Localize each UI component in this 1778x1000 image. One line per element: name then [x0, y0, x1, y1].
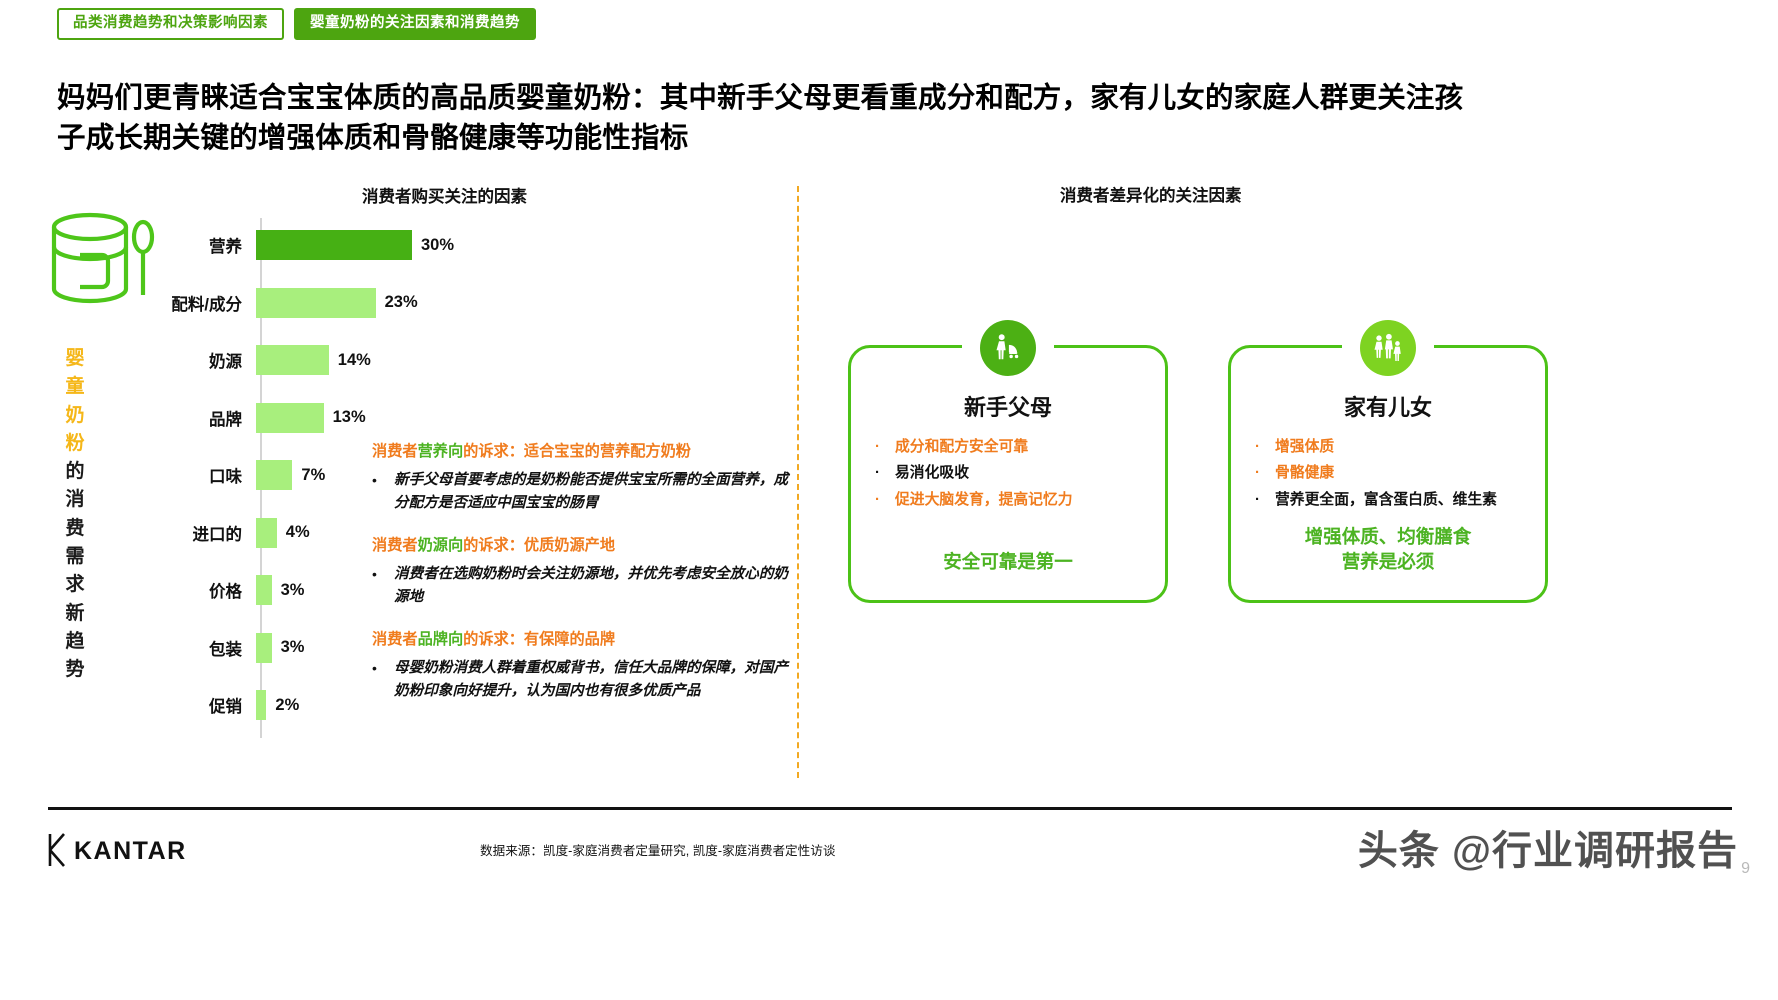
kantar-logo: KANTAR — [48, 830, 228, 870]
page-number: 9 — [1741, 860, 1750, 877]
card-bullets: · 成分和配方安全可靠 · 易消化吸收 · 促进大脑发育，提高记忆力 — [875, 436, 1147, 515]
chart-value-label: 7% — [301, 465, 326, 484]
chart-bar — [256, 632, 272, 663]
card-bullet-item: · 促进大脑发育，提高记忆力 — [875, 489, 1147, 511]
callout-block: 消费者营养向的诉求：适合宝宝的营养配方奶粉 • 新手父母首要考虑的是奶粉能否提供宝宝… — [372, 442, 790, 516]
bullet-dot-icon: • — [372, 471, 377, 488]
chart-value-label: 4% — [285, 523, 310, 541]
sidebar-vertical-label: 婴童奶粉 的消费需求新趋势 — [58, 345, 92, 685]
chart-row: 品牌 13% — [160, 402, 580, 433]
callout-body-text: 消费者在选购奶粉时会关注奶源地，并优先考虑安全放心的奶源地 — [394, 565, 789, 606]
vertical-dashed-divider — [797, 186, 799, 778]
chart-category-label: 品牌 — [209, 410, 242, 429]
tab-milk-powder-trends[interactable]: 婴童奶粉的关注因素和消费趋势 — [294, 8, 536, 40]
chart-row: 配料/成分 23% — [160, 287, 580, 318]
chart-bar — [256, 690, 267, 720]
card-footer-text: 安全可靠是第一 — [943, 550, 1073, 572]
chart-category-label: 进口的 — [192, 525, 243, 544]
chart-bar — [256, 575, 272, 605]
chart-bar — [256, 402, 324, 433]
callout-body-text: 母婴奶粉消费人群着重权威背书，信任大品牌的保障，对国产奶粉印象向好提升，认为国内… — [394, 659, 789, 700]
persona-card-new-parents: 新手父母 · 成分和配方安全可靠 · 易消化吸收 · 促进大脑发育，提高记忆力 安全可靠是… — [848, 320, 1168, 603]
card-title: 家有儿女 — [1343, 395, 1432, 420]
card-bullet-text: 营养更全面，富含蛋白质、维生素 — [1275, 491, 1497, 508]
chart-row: 进口的 4% — [160, 517, 580, 548]
chart-category-label: 口味 — [209, 468, 242, 486]
callout-body-text: 新手父母首要考虑的是奶粉能否提供宝宝所需的全面营养，成分配方是否适应中国宝宝的肠… — [394, 471, 789, 512]
bullet-dot-icon: · — [875, 465, 880, 482]
chart-value-label: 13% — [332, 408, 366, 426]
watermark-text: 头条 @行业调研报告 — [1357, 829, 1738, 873]
chart-category-label: 价格 — [209, 583, 242, 601]
top-tab-bar: 品类消费趋势和决策影响因素 婴童奶粉的关注因素和消费趋势 — [57, 8, 536, 40]
callout-block: 消费者品牌向的诉求：有保障的品牌 • 母婴奶粉消费人群着重权威背书，信任大品牌的保障… — [372, 630, 790, 704]
persona-card-family-with-children: 家有儿女 · 增强体质 · 骨骼健康 · 营养更全面，富含蛋白质、维生素 增强体质、均衡膳… — [1228, 320, 1548, 603]
card-bullet-item: · 骨骼健康 — [1255, 462, 1527, 484]
bullet-dot-icon: · — [1255, 491, 1260, 508]
bullet-dot-icon: · — [875, 491, 880, 508]
chart-row: 口味 7% — [160, 460, 580, 490]
milk-powder-jar-spoon-icon — [46, 203, 156, 313]
card-bullets: · 增强体质 · 骨骼健康 · 营养更全面，富含蛋白质、维生素 — [1255, 436, 1527, 515]
section-title-left: 消费者购买关注的因素 — [362, 188, 527, 206]
family-children-icon — [1360, 320, 1416, 376]
card-bullet-text: 易消化吸收 — [895, 465, 969, 482]
chart-row: 包装 3% — [160, 632, 580, 663]
svg-text:KANTAR: KANTAR — [74, 837, 187, 865]
card-bullet-item: · 增强体质 — [1255, 436, 1527, 458]
chart-value-label: 23% — [384, 293, 418, 311]
bullet-dot-icon: • — [372, 565, 377, 582]
callout-list: 消费者营养向的诉求：适合宝宝的营养配方奶粉 • 新手父母首要考虑的是奶粉能否提供宝宝… — [372, 442, 790, 724]
card-bullet-text: 增强体质 — [1275, 439, 1335, 455]
card-bullet-text: 促进大脑发育，提高记忆力 — [895, 491, 1073, 508]
callout-block: 消费者奶源向的诉求：优质奶源产地 • 消费者在选购奶粉时会关注奶源地，并优先考虑安全… — [372, 536, 790, 610]
card-footer-text: 增强体质、均衡膳食营养是必须 — [1304, 525, 1472, 572]
card-title: 新手父母 — [963, 395, 1052, 420]
chart-value-label: 14% — [337, 350, 371, 369]
chart-row: 奶源 14% — [160, 345, 580, 375]
mother-stroller-icon — [980, 320, 1036, 376]
sidebar-label-highlight: 婴童奶粉 — [65, 348, 85, 454]
chart-row: 价格 3% — [160, 575, 580, 605]
chart-bar — [256, 287, 376, 318]
chart-category-label: 包装 — [209, 640, 242, 659]
chart-value-label: 3% — [280, 580, 305, 599]
card-bullet-text: 骨骼健康 — [1275, 465, 1335, 482]
chart-bar — [256, 345, 329, 375]
callout-body: • 消费者在选购奶粉时会关注奶源地，并优先考虑安全放心的奶源地 — [372, 563, 790, 610]
footer-divider — [48, 807, 1732, 810]
chart-row: 促销 2% — [160, 690, 580, 720]
chart-value-label: 3% — [280, 638, 305, 656]
bullet-dot-icon: · — [1255, 439, 1260, 455]
card-bullet-item: · 营养更全面，富含蛋白质、维生素 — [1255, 489, 1527, 511]
chart-bar — [256, 230, 412, 260]
sidebar-label-rest: 的消费需求新趋势 — [65, 461, 85, 681]
card-bullet-text: 成分和配方安全可靠 — [895, 439, 1029, 455]
chart-category-label: 促销 — [209, 698, 242, 716]
chart-value-label: 2% — [275, 695, 300, 714]
page-title: 妈妈们更青睐适合宝宝体质的高品质婴童奶粉：其中新手父母更看重成分和配方，家有儿女… — [57, 82, 1464, 155]
chart-category-label: 奶源 — [209, 353, 242, 371]
card-bullet-item: · 易消化吸收 — [875, 462, 1147, 484]
chart-value-label: 30% — [421, 235, 455, 254]
callout-body: • 母婴奶粉消费人群着重权威背书，信任大品牌的保障，对国产奶粉印象向好提升，认为国… — [372, 657, 790, 704]
bullet-dot-icon: • — [372, 659, 377, 676]
source-note: 数据来源：凯度-家庭消费者定量研究, 凯度-家庭消费者定性访谈 — [480, 844, 836, 858]
callout-heading: 消费者营养向的诉求：适合宝宝的营养配方奶粉 — [372, 443, 691, 460]
chart-category-label: 营养 — [209, 238, 242, 256]
card-bullet-item: · 成分和配方安全可靠 — [875, 436, 1147, 458]
chart-category-label: 配料/成分 — [171, 295, 242, 314]
tab-category-trends[interactable]: 品类消费趋势和决策影响因素 — [57, 8, 284, 40]
bullet-dot-icon: · — [875, 439, 880, 455]
bullet-dot-icon: · — [1255, 465, 1260, 482]
chart-bar — [256, 460, 293, 490]
callout-heading: 消费者品牌向的诉求：有保障的品牌 — [372, 631, 615, 649]
chart-bar — [256, 517, 277, 548]
callout-heading: 消费者奶源向的诉求：优质奶源产地 — [372, 537, 615, 555]
bar-chart: 营养 30% 配料/成分 23% 奶源 14% 品牌 13% 口味 7% 进口的 4% 价格 3% 包装 3%… — [160, 218, 580, 738]
chart-row: 营养 30% — [160, 230, 580, 260]
section-title-right: 消费者差异化的关注因素 — [1060, 187, 1242, 205]
callout-body: • 新手父母首要考虑的是奶粉能否提供宝宝所需的全面营养，成分配方是否适应中国宝宝的… — [372, 469, 790, 516]
